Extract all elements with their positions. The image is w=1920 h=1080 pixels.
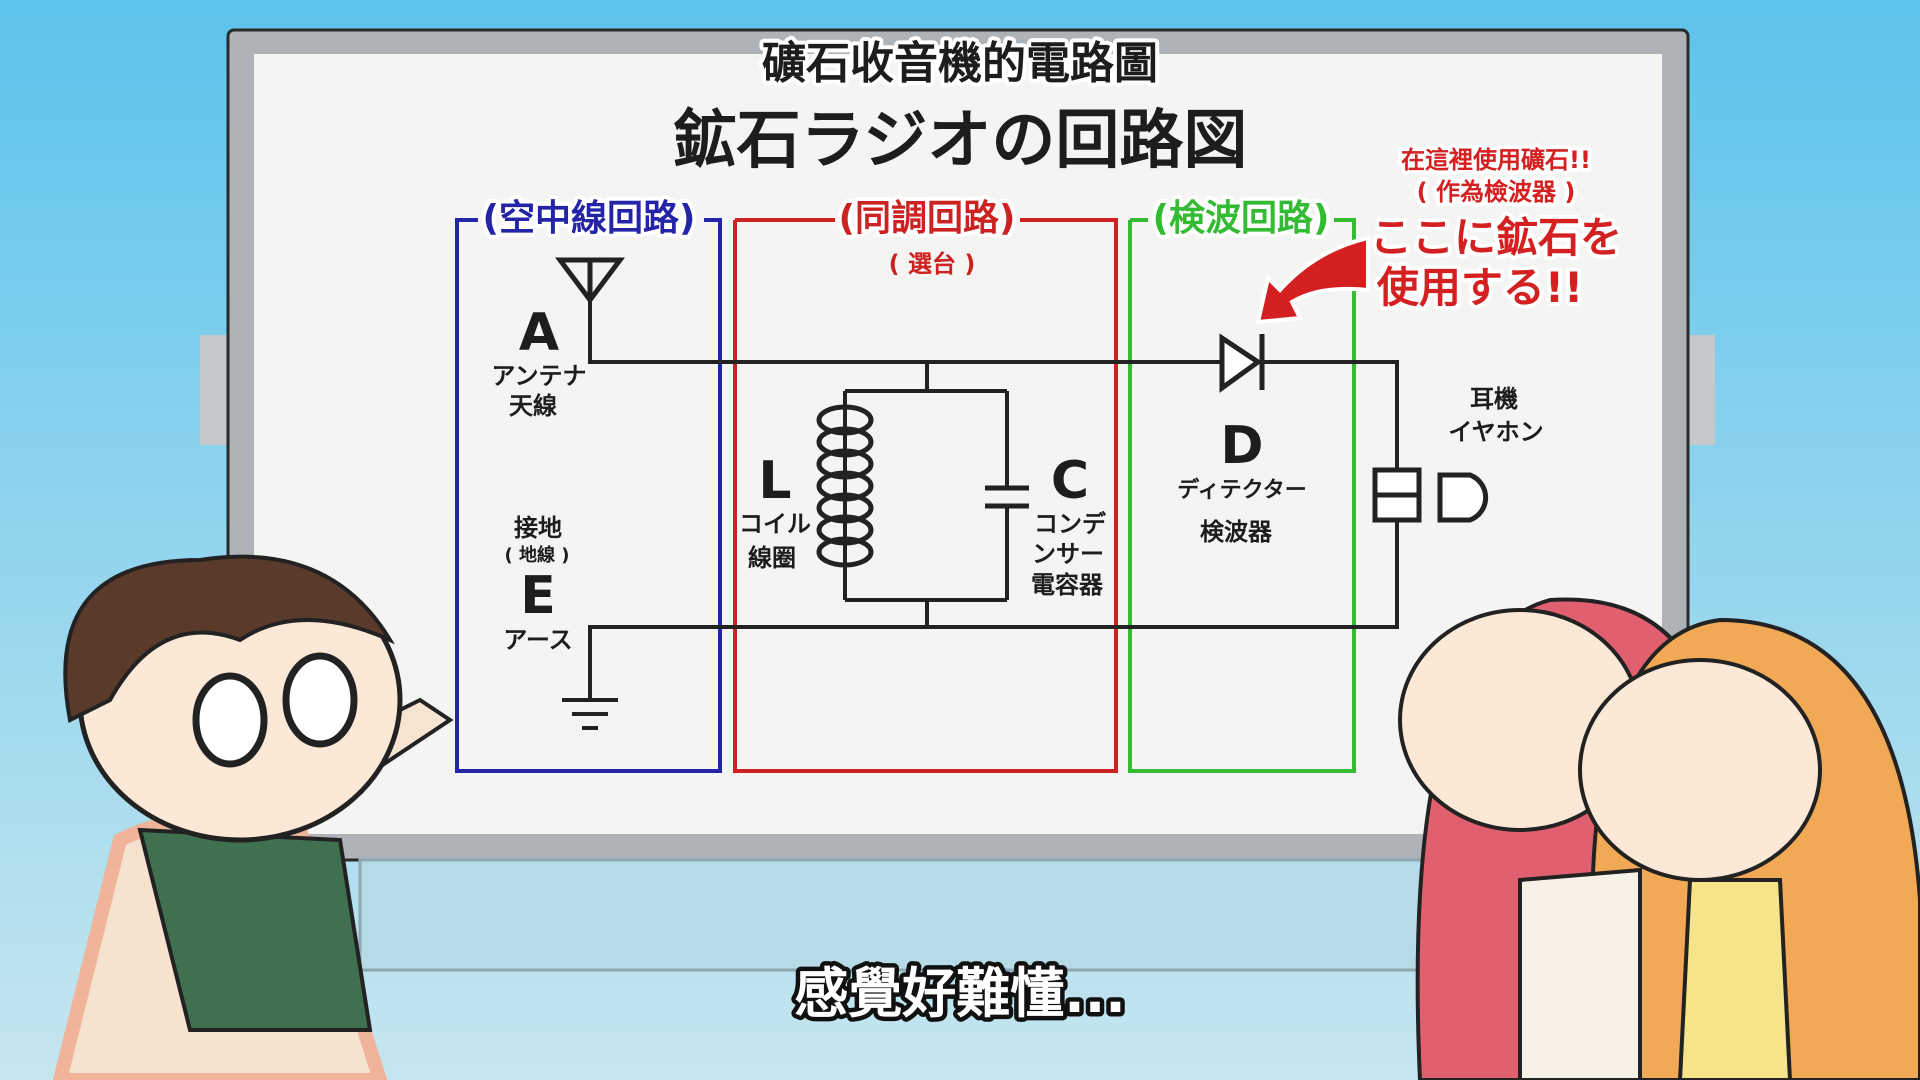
arrow-icon	[1255, 235, 1370, 325]
board-title-zh: 礦石收音機的電路圖	[762, 38, 1158, 89]
label-D-zh: 検波器	[1200, 518, 1273, 546]
label-earphone-ja: イヤホン	[1448, 418, 1543, 446]
label-C-ja2: ンサー	[1032, 540, 1104, 568]
annotation-ja-1: ここに鉱石を	[1370, 213, 1622, 262]
label-earphone-zh: 耳機	[1470, 385, 1518, 413]
diode-icon	[1219, 333, 1265, 393]
label-E-sub: ( 地線 )	[505, 544, 570, 566]
label-L-ja: コイル	[739, 510, 811, 538]
label-C: C	[1051, 451, 1089, 511]
detection-circuit-label: (検波回路)	[1153, 198, 1330, 239]
earphone-icon	[1372, 467, 1489, 523]
label-C-ja1: コンデ	[1034, 510, 1107, 538]
character-girls	[1398, 597, 1920, 1080]
annotation-zh-2: ( 作為檢波器 )	[1417, 178, 1576, 206]
glasses-icon	[192, 672, 268, 768]
subtitle: 感覺好難懂...	[794, 962, 1126, 1025]
antenna-circuit-box	[455, 218, 722, 773]
tuning-circuit-sub: ( 選台 )	[889, 250, 976, 278]
tuning-circuit-label: (同調回路)	[839, 198, 1016, 239]
label-D: D	[1220, 416, 1263, 476]
ground-icon	[562, 698, 618, 730]
label-E-top: 接地	[514, 514, 562, 542]
character-boy	[52, 554, 454, 1080]
detection-circuit-box	[1128, 218, 1356, 773]
label-L: L	[758, 451, 791, 511]
capacitor-icon	[985, 485, 1029, 509]
label-A-ja: アンテナ	[491, 362, 586, 390]
label-E-ja: アース	[503, 626, 572, 654]
label-L-zh: 線圈	[748, 544, 796, 572]
label-A-zh: 天線	[509, 392, 557, 420]
annotation-zh-1: 在這裡使用礦石!!	[1401, 146, 1591, 174]
antenna-circuit-label: (空中線回路)	[483, 198, 696, 239]
label-E: E	[520, 566, 556, 626]
tuning-circuit-box	[733, 218, 1118, 773]
antenna-icon	[555, 257, 625, 305]
annotation-ja-2: 使用する!!	[1377, 263, 1583, 312]
label-A: A	[519, 303, 559, 363]
coil-icon	[816, 404, 874, 568]
board-title-ja: 鉱石ラジオの回路図	[673, 104, 1248, 178]
label-C-zh: 電容器	[1031, 571, 1104, 599]
label-D-ja: ディテクター	[1177, 477, 1307, 503]
